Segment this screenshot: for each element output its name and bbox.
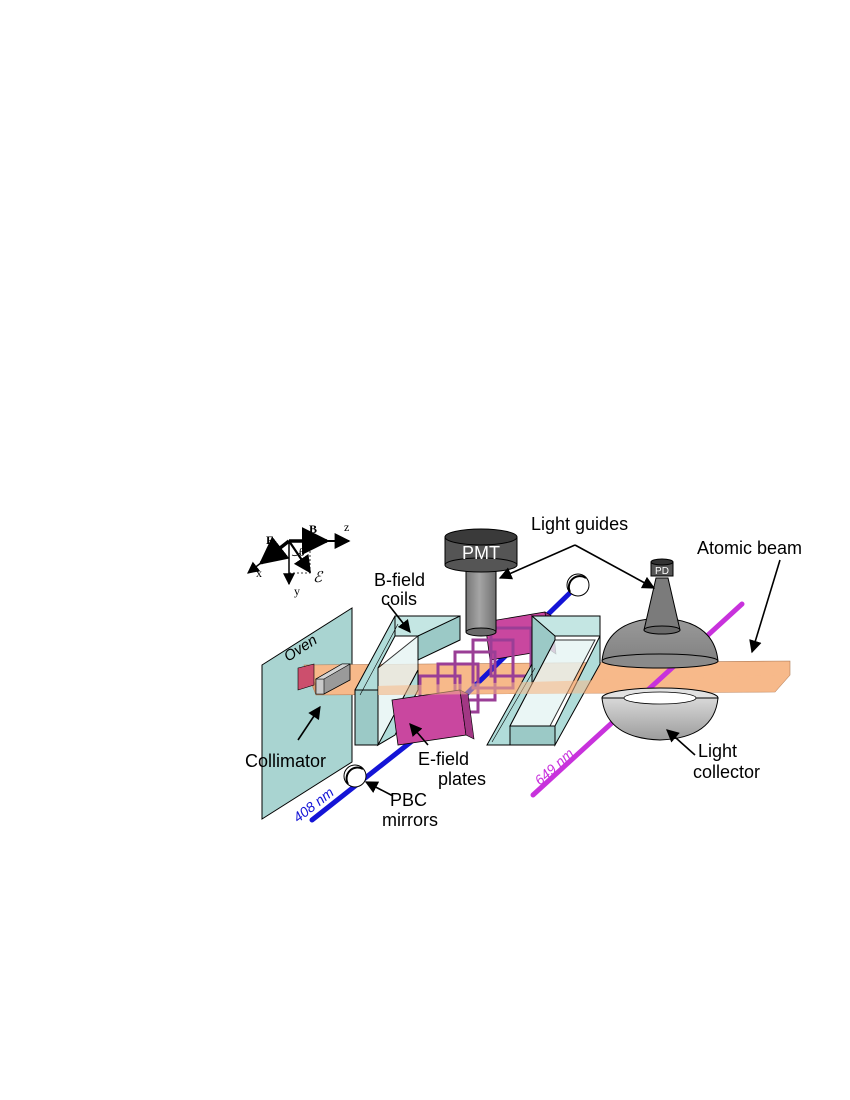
laser-649nm-label: 649 nm (531, 745, 577, 788)
label-collimator: Collimator (245, 751, 326, 771)
axis-label-z: z (344, 520, 349, 534)
label-collector: collector (693, 762, 760, 782)
axis-label-y: y (294, 584, 300, 598)
pbc-mirror-front (343, 764, 367, 788)
e-field-plate-front (391, 689, 475, 746)
label-plates: plates (438, 769, 486, 789)
axis-label-E: E (266, 533, 274, 547)
pmt-label: PMT (462, 543, 500, 563)
light-collector-assembly: PD (601, 558, 719, 741)
label-b-field: B-field (374, 570, 425, 590)
label-mirrors: mirrors (382, 810, 438, 830)
annotation-arrows (297, 544, 781, 797)
label-light-guides: Light guides (531, 514, 628, 534)
axis-label-polarization: ℰ (313, 570, 324, 586)
pd-label: PD (655, 566, 669, 577)
label-light: Light (698, 741, 737, 761)
label-atomic-beam: Atomic beam (697, 538, 802, 558)
axis-label-x: x (256, 566, 262, 580)
collimator (297, 663, 352, 695)
coordinate-axes: E B z x y θ ℰ (247, 520, 351, 598)
label-pbc: PBC (390, 790, 427, 810)
label-e-field: E-field (418, 749, 469, 769)
axis-label-B: B (309, 522, 317, 536)
pmt: PMT (444, 528, 518, 637)
oven: Oven (261, 607, 353, 820)
axis-label-theta: θ (299, 545, 305, 559)
label-coils: coils (381, 589, 417, 609)
